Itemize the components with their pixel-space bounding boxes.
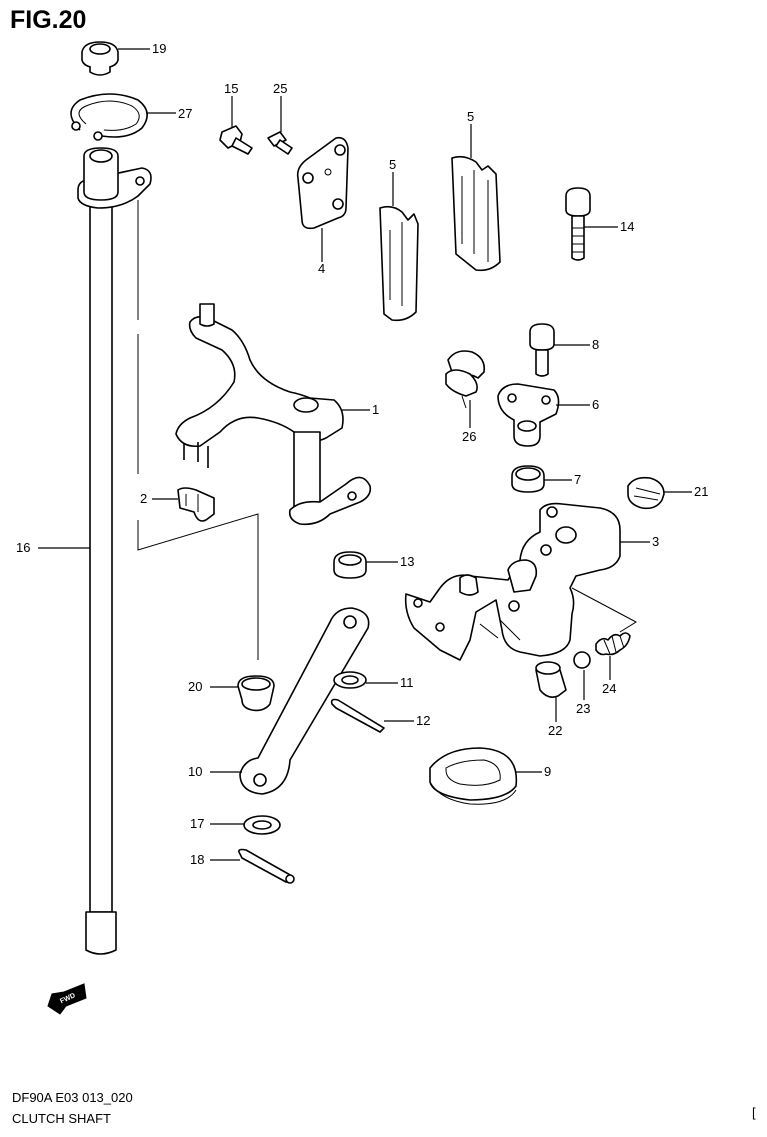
part-13-bushing: [333, 551, 367, 579]
callout-7: 7: [574, 472, 581, 487]
part-10-link: [239, 607, 370, 795]
callout-12: 12: [416, 713, 430, 728]
callout-6: 6: [592, 397, 599, 412]
part-11-washer: [333, 671, 367, 689]
part-19-plug: [81, 41, 119, 76]
part-5-guide-left: [379, 205, 419, 322]
part-20-bushing: [237, 675, 275, 712]
part-27-circlip: [70, 93, 148, 141]
part-7-bushing: [511, 465, 545, 493]
part-16-clutch-shaft-rod: [77, 147, 152, 955]
corner-mark: [: [752, 1105, 756, 1120]
part-14-bolt: [565, 187, 591, 261]
part-18-cotter-pin: [238, 848, 295, 884]
part-9-seal: [429, 747, 518, 805]
callout-1: 1: [372, 402, 379, 417]
callout-14: 14: [620, 219, 634, 234]
callout-26: 26: [462, 429, 476, 444]
part-22-roller: [535, 661, 567, 698]
callout-21: 21: [694, 484, 708, 499]
callout-3: 3: [652, 534, 659, 549]
part-8-bolt: [529, 323, 555, 377]
figure-title: FIG.20: [10, 6, 87, 34]
part-6-bracket: [497, 383, 560, 447]
part-2-clip: [177, 487, 215, 522]
callout-27: 27: [178, 106, 192, 121]
part-12-cotter-pin: [330, 698, 385, 733]
callout-15: 15: [224, 81, 238, 96]
callout-5b: 5: [389, 157, 396, 172]
callout-20: 20: [188, 679, 202, 694]
part-26-clip: [445, 350, 486, 409]
part-5-guide-right: [451, 155, 501, 272]
callout-22: 22: [548, 723, 562, 738]
callout-16: 16: [16, 540, 30, 555]
figure-code: DF90A E03 013_020: [12, 1090, 133, 1105]
part-15-bolt: [219, 125, 253, 155]
callout-8: 8: [592, 337, 599, 352]
part-17-washer: [243, 815, 281, 835]
part-25-screw: [267, 131, 293, 155]
part-24-spring: [595, 632, 631, 656]
callout-25: 25: [273, 81, 287, 96]
callout-2: 2: [140, 491, 147, 506]
callout-11: 11: [400, 675, 414, 690]
callout-24: 24: [602, 681, 616, 696]
part-21-plug: [627, 476, 665, 510]
callout-18: 18: [190, 852, 204, 867]
part-23-ball: [573, 651, 591, 669]
callout-17: 17: [190, 816, 204, 831]
callout-10: 10: [188, 764, 202, 779]
part-3-housing: [404, 502, 621, 661]
fwd-arrow-icon: FWD: [47, 983, 87, 1015]
figure-name: CLUTCH SHAFT: [12, 1111, 111, 1126]
callout-5a: 5: [467, 109, 474, 124]
part-4-plate: [296, 136, 349, 230]
callout-23: 23: [576, 701, 590, 716]
callout-13: 13: [400, 554, 414, 569]
callout-4: 4: [318, 261, 325, 276]
callout-9: 9: [544, 764, 551, 779]
callout-19: 19: [152, 41, 166, 56]
part-1-clutch-arm: [175, 303, 372, 526]
